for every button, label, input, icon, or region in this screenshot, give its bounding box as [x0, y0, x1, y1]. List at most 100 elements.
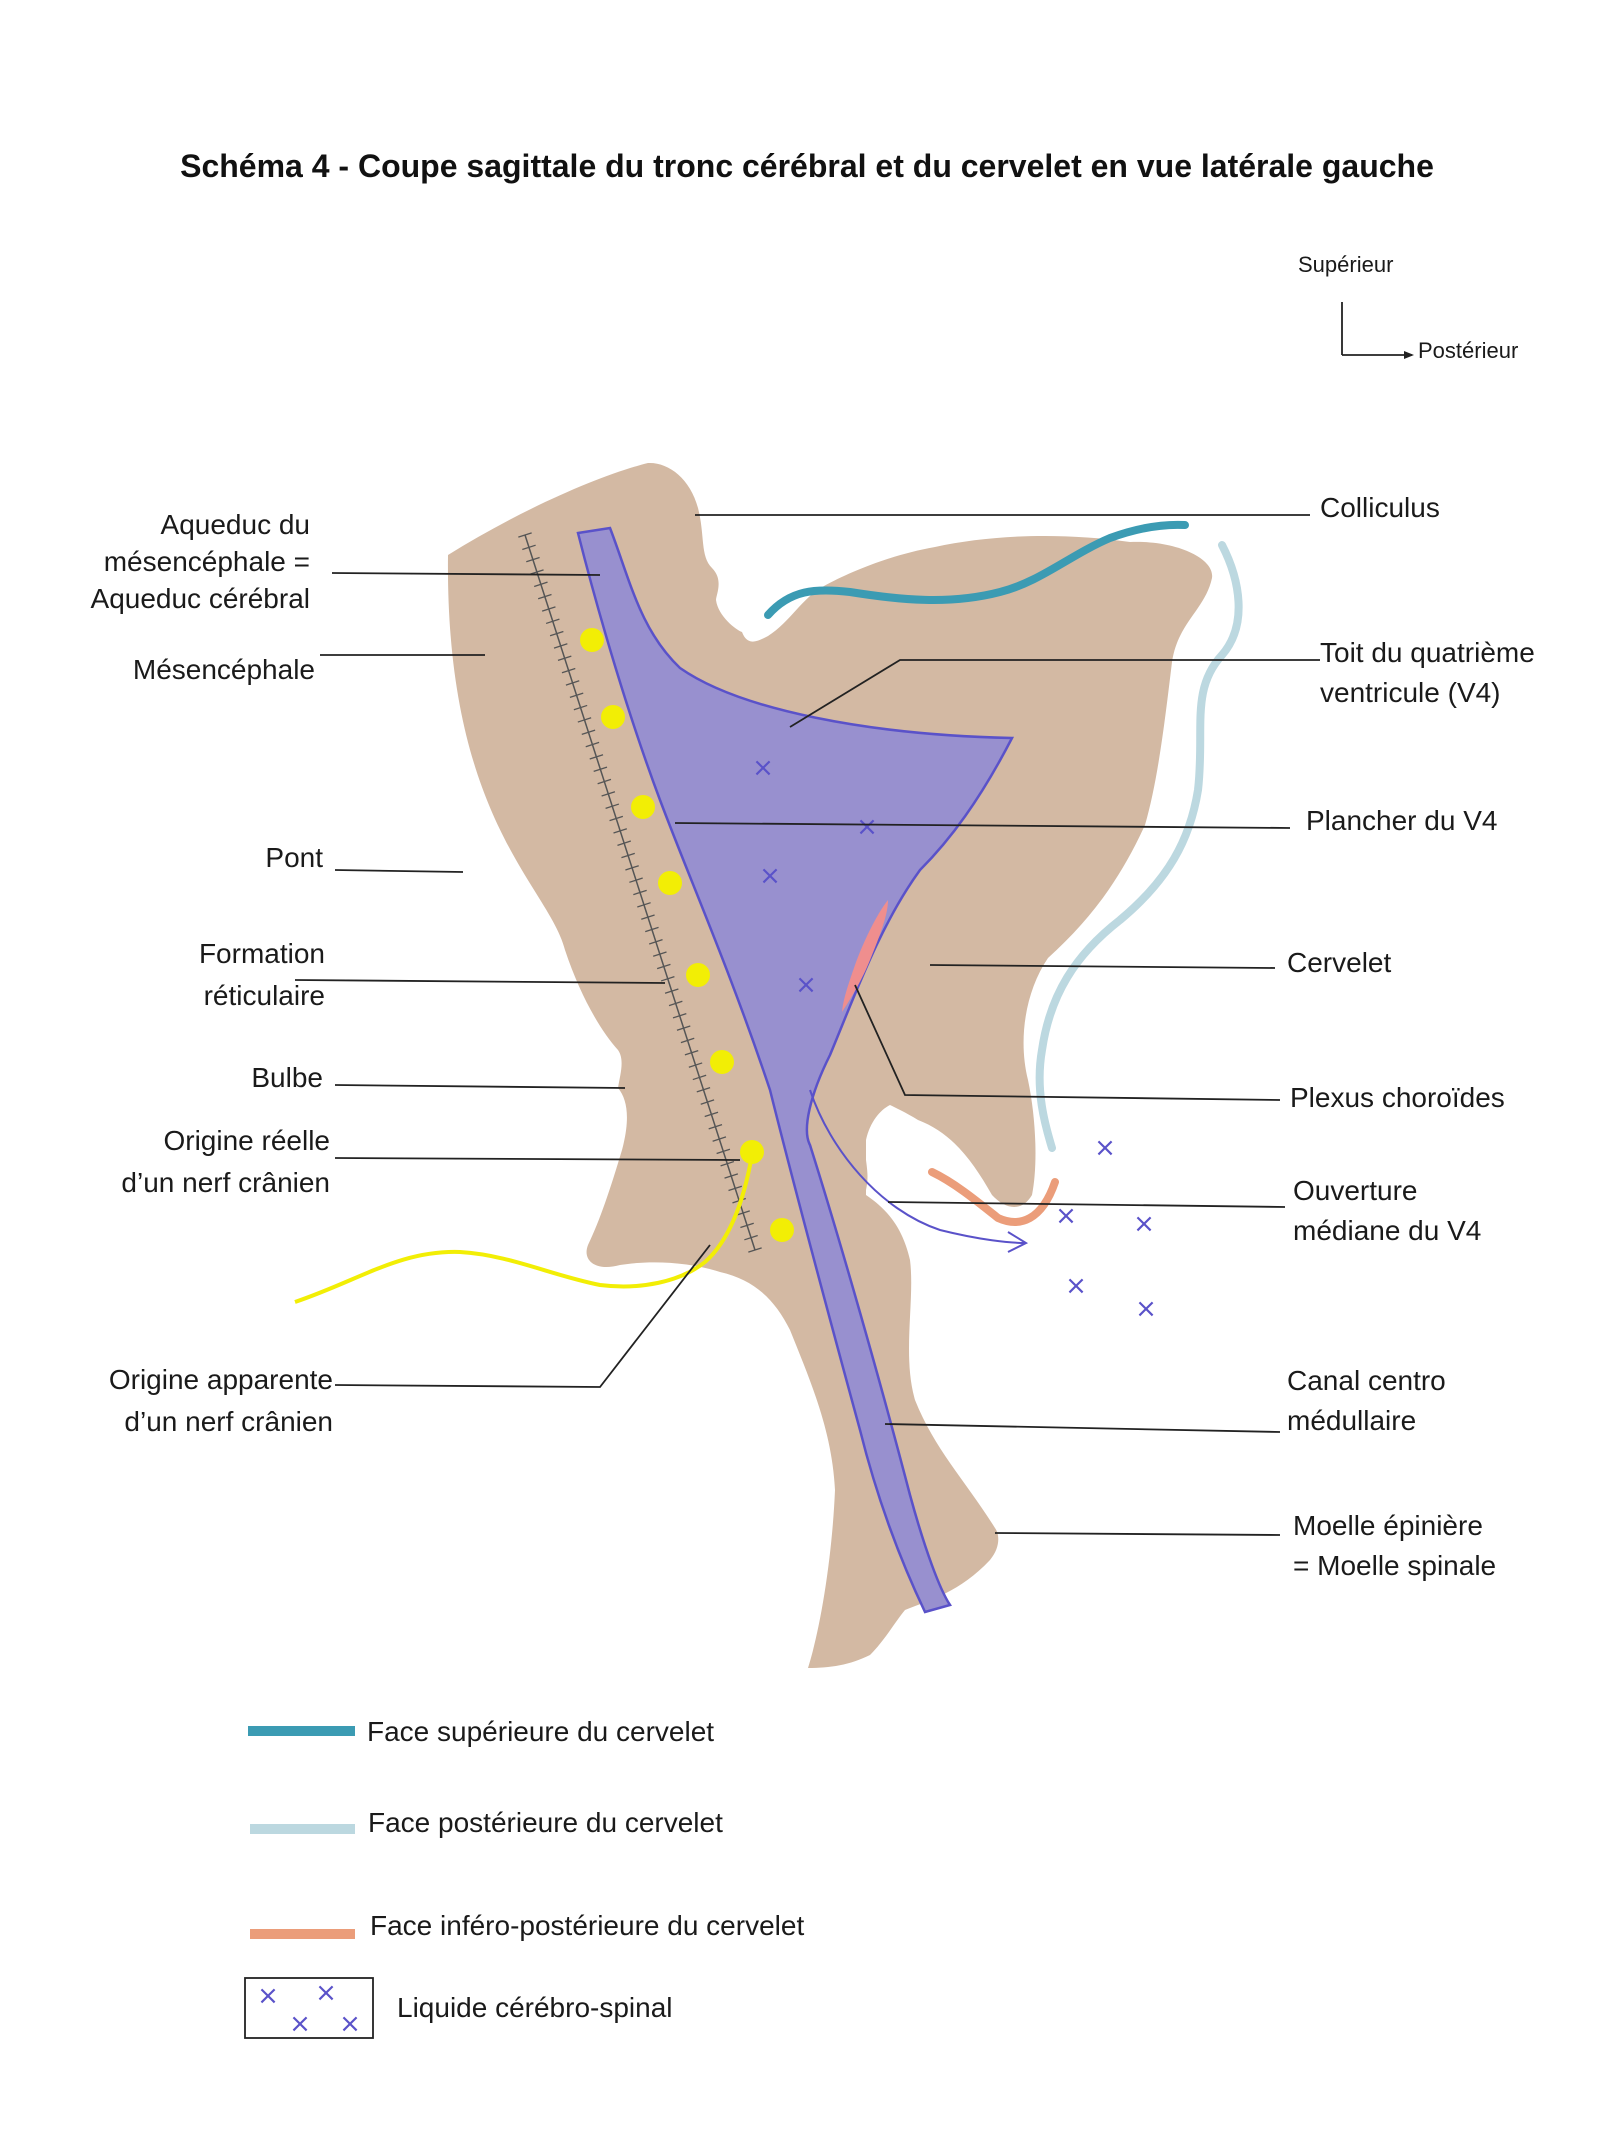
label-cervelet: Cervelet [1287, 947, 1391, 978]
nucleus-dot [770, 1218, 794, 1242]
reticular-tick [621, 852, 635, 859]
nucleus-dot [686, 963, 710, 987]
reticular-tick [605, 803, 620, 809]
orientation-indicator: Supérieur Postérieur [1298, 252, 1518, 363]
legend-csf: Liquide cérébro-spinal [397, 1992, 673, 2023]
reticular-tick [565, 680, 580, 686]
reticular-tick [593, 766, 608, 772]
nucleus-dot [601, 705, 625, 729]
reticular-tick [720, 1160, 735, 1167]
reticular-tick [633, 889, 647, 896]
diagram-title: Schéma 4 - Coupe sagittale du tronc céré… [180, 148, 1434, 184]
csf-mark: × [1135, 1294, 1157, 1324]
csf-mark: × [856, 812, 878, 842]
reticular-tick [549, 630, 564, 637]
csf-mark: × [339, 2009, 361, 2039]
legend-csf-marks: ×××× [257, 1978, 361, 2039]
reticular-tick [656, 963, 671, 970]
reticular-tick [652, 951, 667, 957]
reticular-tick [629, 877, 643, 883]
reticular-tick [537, 593, 552, 600]
reticular-tick [740, 1222, 754, 1229]
legend-inferoposterior-face: Face inféro-postérieure du cervelet [370, 1910, 804, 1941]
reticular-tick [664, 988, 679, 994]
reticular-tick [557, 655, 572, 662]
reticular-tick [522, 544, 536, 551]
reticular-tick [625, 865, 639, 871]
reticular-tick [688, 1062, 703, 1068]
reticular-tick [736, 1210, 750, 1216]
reticular-tick [609, 815, 624, 822]
reticular-tick [530, 569, 544, 575]
label-colliculus: Colliculus [1320, 492, 1440, 523]
reticular-tick [569, 692, 584, 699]
reticular-tick [617, 840, 632, 846]
reticular-tick [716, 1148, 731, 1155]
reticular-tick [660, 976, 675, 982]
reticular-tick [684, 1049, 699, 1056]
reticular-tick [700, 1099, 715, 1105]
label-moelle: Moelle épinière= Moelle spinale [1293, 1510, 1496, 1581]
median-aperture-arrow [809, 1089, 1029, 1253]
reticular-tick [692, 1074, 707, 1081]
cranial-nerve-nuclei [580, 628, 794, 1242]
reticular-tick [518, 532, 532, 538]
orientation-up-label: Supérieur [1298, 252, 1393, 277]
csf-mark: × [752, 753, 774, 783]
reticular-tick [533, 581, 548, 588]
reticular-tick [704, 1111, 719, 1118]
ventricular-system [576, 526, 1015, 1614]
csf-mark: × [1065, 1271, 1087, 1301]
csf-mark: × [315, 1978, 337, 2008]
reticular-tick [561, 667, 576, 674]
label-plexus: Plexus choroïdes [1290, 1082, 1505, 1113]
reticular-tick [648, 939, 663, 945]
leader-lines [294, 514, 1320, 1536]
nucleus-dot [631, 795, 655, 819]
orientation-right-label: Postérieur [1418, 338, 1518, 363]
cranial-nerve [294, 1154, 754, 1304]
label-plancher: Plancher du V4 [1306, 805, 1497, 836]
reticular-tick [601, 791, 616, 797]
reticular-tick [676, 1025, 691, 1031]
csf-marks: ××××××××× [752, 753, 1157, 1324]
csf-mark: × [257, 1981, 279, 2011]
reticular-tick [577, 717, 592, 723]
nucleus-dot [740, 1140, 764, 1164]
label-bulbe: Bulbe [251, 1062, 323, 1093]
csf-mark: × [759, 861, 781, 891]
reticular-tick [545, 618, 560, 625]
reticular-tick [585, 741, 600, 748]
reticular-tick [613, 828, 628, 834]
nucleus-dot [710, 1050, 734, 1074]
csf-mark: × [795, 970, 817, 1000]
legend-superior-face: Face supérieure du cervelet [367, 1716, 714, 1747]
reticular-formation [518, 532, 762, 1253]
reticular-tick [589, 754, 604, 760]
reticular-tick [637, 902, 651, 908]
reticular-tick [645, 926, 659, 933]
reticular-tick [724, 1173, 739, 1179]
reticular-tick [581, 729, 596, 736]
reticular-tick [708, 1123, 723, 1130]
reticular-tick [573, 704, 588, 711]
reticular-tick [744, 1234, 758, 1241]
reticular-tick [748, 1247, 762, 1253]
reticular-tick [696, 1086, 711, 1093]
label-mesencephale: Mésencéphale [133, 654, 315, 685]
nucleus-dot [658, 871, 682, 895]
csf-mark: × [1094, 1133, 1116, 1163]
reticular-tick [668, 1000, 683, 1007]
reticular-tick [597, 778, 612, 785]
inferoposterior-face-line [928, 1168, 1059, 1226]
